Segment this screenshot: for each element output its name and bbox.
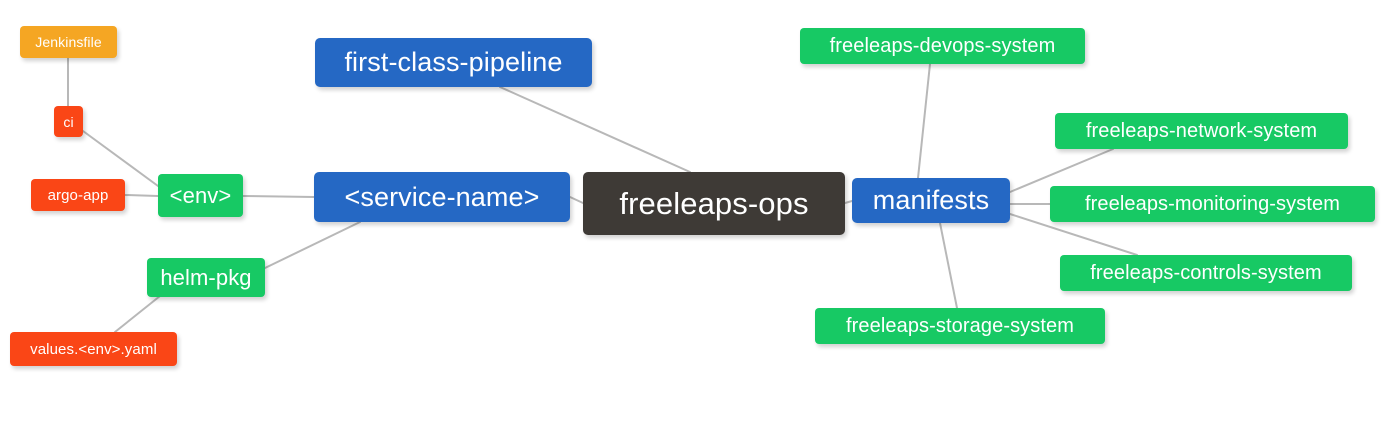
edge-ops-pipeline <box>499 86 691 173</box>
node-argo-app[interactable]: argo-app <box>31 179 125 211</box>
node-label: ci <box>63 113 74 130</box>
node-jenkinsfile[interactable]: Jenkinsfile <box>20 26 117 58</box>
node-label: helm-pkg <box>160 264 252 290</box>
edge-ops-service <box>569 196 584 204</box>
node-label: freeleaps-controls-system <box>1090 262 1322 284</box>
node-label: <service-name> <box>344 181 540 212</box>
node-freeleaps-devops-system[interactable]: freeleaps-devops-system <box>800 28 1085 64</box>
node-label: freeleaps-devops-system <box>829 35 1056 57</box>
node-label: freeleaps-storage-system <box>845 315 1075 337</box>
node-label: first-class-pipeline <box>344 47 563 77</box>
node-label: freeleaps-monitoring-system <box>1084 193 1340 215</box>
node-label: manifests <box>872 185 990 215</box>
node-label: values.<env>.yaml <box>30 340 157 358</box>
node-ci[interactable]: ci <box>54 106 83 137</box>
node-service-name[interactable]: <service-name> <box>314 172 570 222</box>
node-manifests[interactable]: manifests <box>852 178 1010 223</box>
node-env[interactable]: <env> <box>158 174 243 217</box>
node-first-class-pipeline[interactable]: first-class-pipeline <box>315 38 592 87</box>
edge-env-argo <box>124 194 159 197</box>
edge-manifests-storage <box>939 222 958 309</box>
node-freeleaps-monitoring-system[interactable]: freeleaps-monitoring-system <box>1050 186 1375 222</box>
edge-service-env <box>242 195 315 198</box>
node-values-yaml[interactable]: values.<env>.yaml <box>10 332 177 366</box>
edge-ops-manifests <box>844 200 853 204</box>
edge-manifests-devops <box>917 63 931 179</box>
node-helm-pkg[interactable]: helm-pkg <box>147 258 265 297</box>
node-freeleaps-network-system[interactable]: freeleaps-network-system <box>1055 113 1348 149</box>
node-freeleaps-storage-system[interactable]: freeleaps-storage-system <box>815 308 1105 344</box>
node-label: <env> <box>169 182 232 208</box>
edge-env-ci <box>82 130 159 187</box>
node-label: Jenkinsfile <box>35 34 102 50</box>
node-label: freeleaps-ops <box>619 186 809 221</box>
node-freeleaps-ops[interactable]: freeleaps-ops <box>583 172 845 235</box>
edge-helm-values <box>114 295 161 333</box>
edge-service-helm <box>264 221 361 269</box>
node-label: freeleaps-network-system <box>1085 120 1318 142</box>
node-label: argo-app <box>47 186 109 204</box>
node-freeleaps-controls-system[interactable]: freeleaps-controls-system <box>1060 255 1352 291</box>
